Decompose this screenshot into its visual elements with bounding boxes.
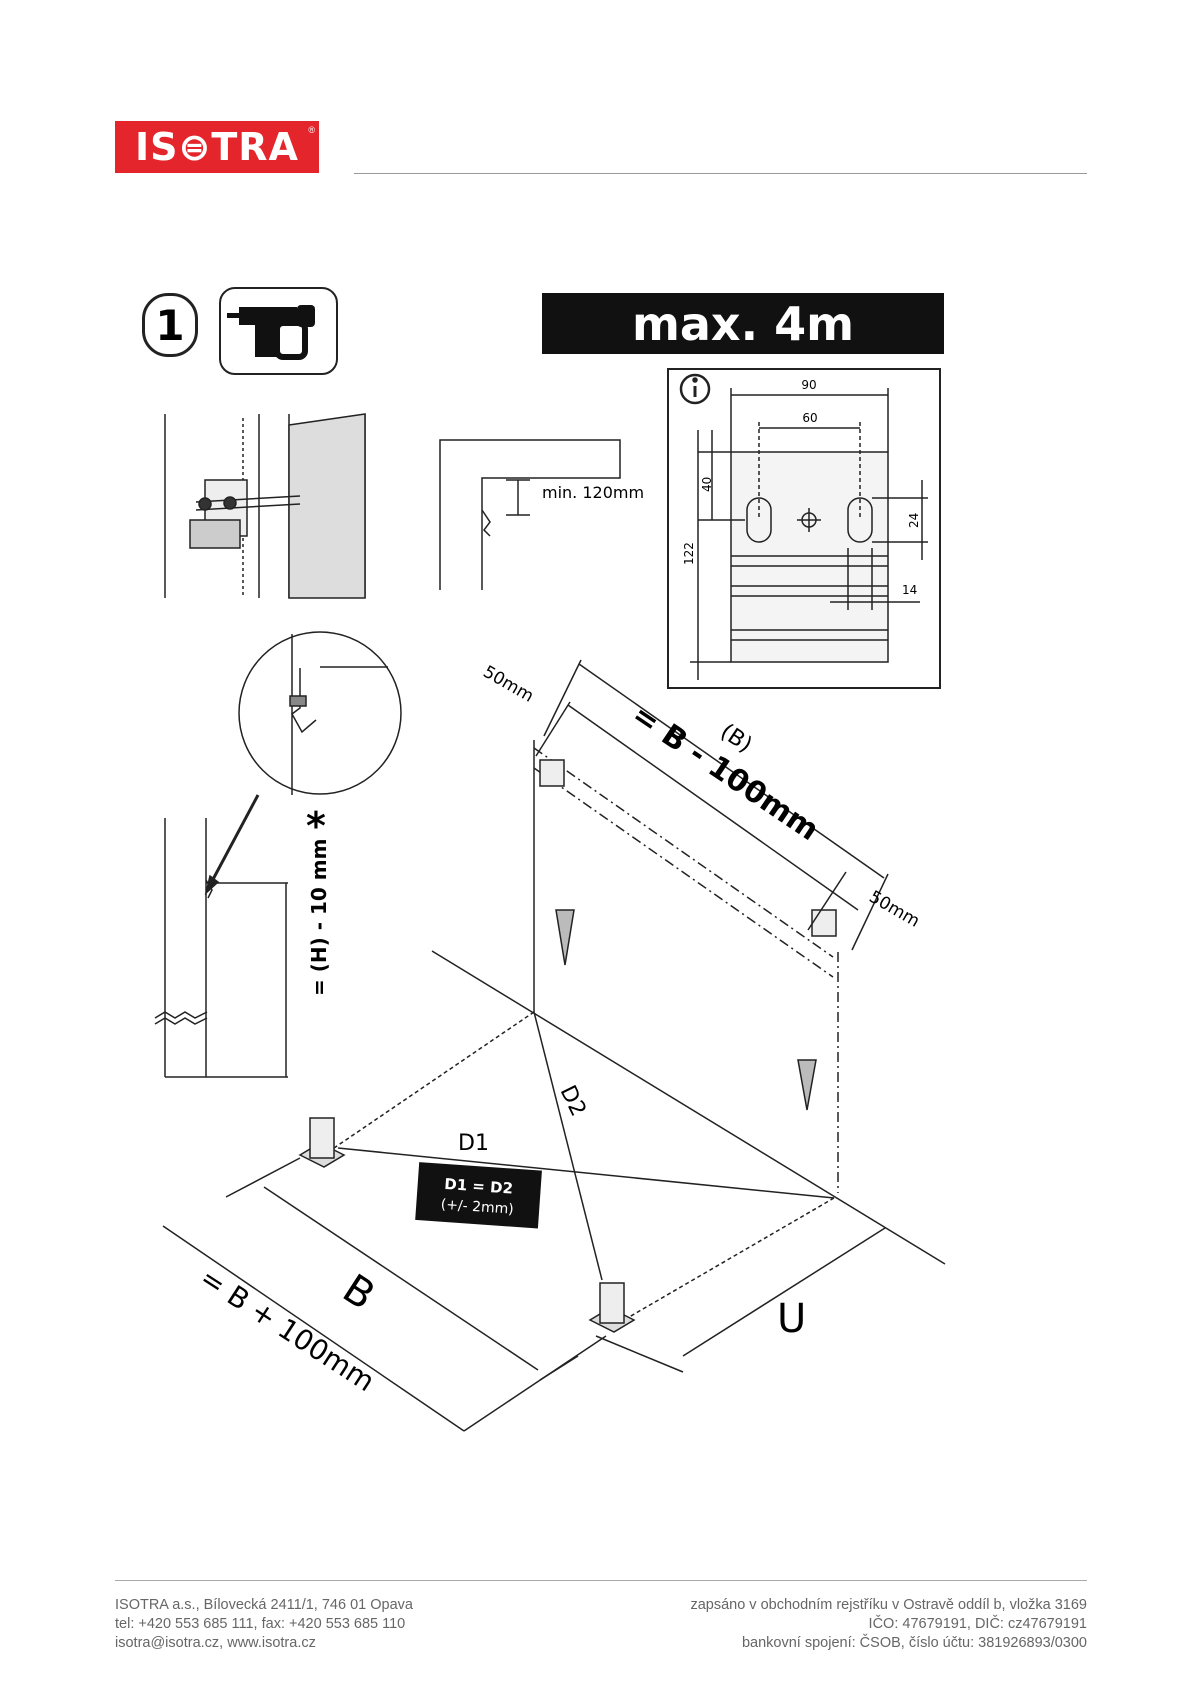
dim-24: 24 <box>907 513 921 528</box>
dim-122: 122 <box>682 542 696 565</box>
dim-14: 14 <box>902 583 917 597</box>
footer-register-line: zapsáno v obchodním rejstříku v Ostravě … <box>690 1597 1087 1613</box>
clearance-detail <box>439 439 621 590</box>
label-diag-rule-1: D1 = D2 <box>444 1175 514 1198</box>
diagonal-rule-box <box>415 1162 542 1229</box>
dim-90: 90 <box>801 378 816 392</box>
footer-phone-line: tel: +420 553 685 111, fax: +420 553 685… <box>115 1616 406 1632</box>
isometric-layout <box>162 659 946 1432</box>
drill-icon <box>227 305 315 360</box>
step-number-badge: 1 <box>142 293 198 357</box>
drill-tool-box <box>219 287 338 375</box>
label-edge-right: 50mm <box>866 887 923 932</box>
magnified-hook-detail <box>204 631 402 896</box>
footer-address-line: ISOTRA a.s., Bílovecká 2411/1, 746 01 Op… <box>115 1597 413 1613</box>
label-width-b: B <box>335 1266 383 1320</box>
profile-dimension-box <box>667 368 941 689</box>
label-depth-u: U <box>777 1296 806 1342</box>
isotra-logo: IS⊜TRA ® <box>115 121 319 173</box>
label-asterisk: * <box>306 804 326 848</box>
bracket-height-detail <box>154 818 288 1078</box>
footer-bank-line: bankovní spojení: ČSOB, číslo účtu: 3819… <box>741 1635 1087 1651</box>
footer-web-line: isotra@isotra.cz, www.isotra.cz <box>115 1635 316 1651</box>
footer-registration: zapsáno v obchodním rejstříku v Ostravě … <box>690 1596 1087 1653</box>
header-divider <box>354 173 1087 174</box>
logo-text: IS⊜TRA <box>135 125 299 169</box>
wall-mount-detail <box>164 413 366 599</box>
label-min-clearance: min. 120mm <box>542 483 644 502</box>
label-diag-rule-2: (+/- 2mm) <box>440 1197 514 1218</box>
dim-40: 40 <box>700 477 714 492</box>
footer-company-address: ISOTRA a.s., Bílovecká 2411/1, 746 01 Op… <box>115 1596 413 1653</box>
label-bracket-span: = B - 100mm <box>626 698 825 848</box>
footer-divider <box>115 1580 1087 1581</box>
registered-mark: ® <box>308 125 315 135</box>
label-bracket-height: = (H) - 10 mm <box>307 839 331 996</box>
label-edge-left: 50mm <box>480 662 537 707</box>
label-d1: D1 <box>458 1131 489 1156</box>
footer-ids-line: IČO: 47679191, DIČ: cz47679191 <box>868 1616 1087 1632</box>
max-length-banner: max. 4m <box>542 293 944 354</box>
dim-60: 60 <box>802 411 817 425</box>
